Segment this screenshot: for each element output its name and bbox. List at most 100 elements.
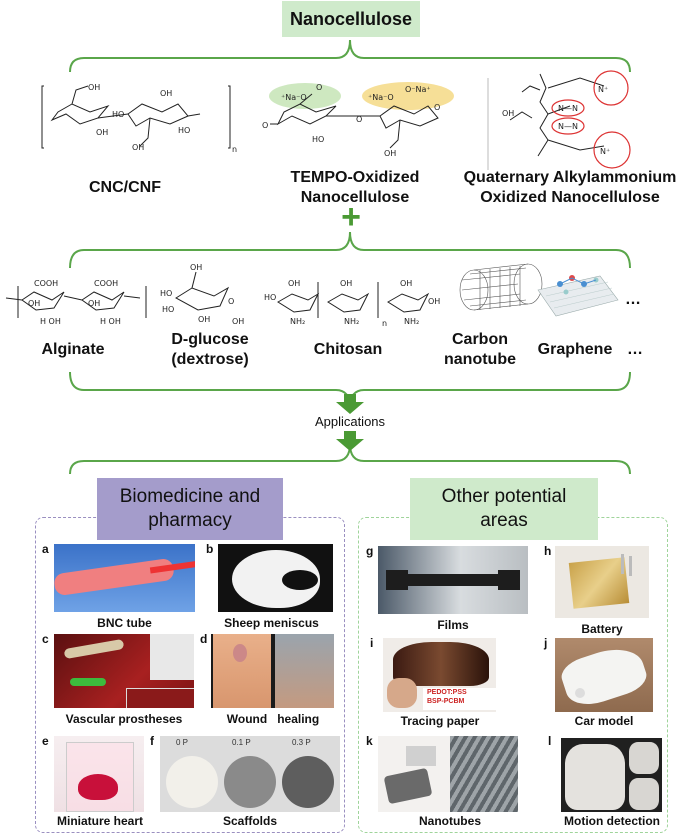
svg-text:O: O [434,103,440,112]
label-quat: Quaternary Alkylammonium Oxidized Nanoce… [463,169,677,206]
carbon-nanotube-graphic [459,263,543,311]
scaffold-tick-0: 0 P [176,738,189,747]
other-areas-heading: Other potential areas [410,478,598,540]
svg-text:HO: HO [160,289,172,298]
label-graphene: Graphene [537,341,613,358]
photo-battery [555,546,649,618]
arrow-down-2 [336,431,364,451]
svg-text:OH: OH [88,83,100,92]
svg-text:OH: OH [160,89,172,98]
top-brace [69,39,631,73]
svg-text:O: O [228,297,234,306]
ellipsis-top: … [625,291,641,308]
label-tempo: TEMPO-Oxidized Nanocellulose [290,169,420,206]
photo-vascular-prostheses [54,634,194,708]
photo-nanotubes [378,736,518,812]
svg-text:OH: OH [384,149,396,158]
label-dglucose: D-glucose (dextrose) [171,331,249,368]
panel-letter: k [366,734,373,748]
svg-text:OH: OH [190,263,202,272]
glucose-structure [175,271,230,311]
panel-letter: d [200,632,208,646]
caption-car-model: Car model [574,714,634,728]
chitosan-structure [277,282,430,318]
svg-text:n: n [232,145,237,154]
svg-text:O: O [316,83,322,92]
svg-text:HO: HO [178,126,190,135]
svg-text:HO: HO [112,110,124,119]
label-alginate: Alginate [41,341,105,358]
caption-motion-detection: Motion detection [564,814,660,828]
svg-text:OH: OH [232,317,244,326]
svg-text:COOH: COOH [34,279,58,288]
cnc-structure [41,85,231,149]
svg-text:NH₂: NH₂ [290,317,305,326]
svg-text:O: O [356,115,362,124]
page-title: Nanocellulose [282,1,420,37]
caption-films: Films [437,618,469,632]
graphene-graphic [537,275,619,317]
applications-label: Applications [314,414,386,429]
svg-text:H OH: H OH [40,317,61,326]
caption-vascular-prostheses: Vascular prostheses [65,712,183,726]
panel-letter: a [42,542,49,556]
svg-text:NH₂: NH₂ [344,317,359,326]
svg-text:HO: HO [312,135,324,144]
panel-letter: g [366,544,374,558]
svg-text:OH: OH [502,109,514,118]
panel-letter: f [150,734,154,748]
tempo-structure [270,93,439,149]
photo-bnc-tube [54,544,195,612]
panel-letter: h [544,544,552,558]
biomedicine-heading: Biomedicine and pharmacy [97,478,283,540]
svg-text:N—N: N—N [558,104,578,113]
caption-bnc-tube: BNC tube [97,616,152,630]
photo-sheep-meniscus [218,544,333,612]
svg-text:OH: OH [428,297,440,306]
panel-letter: e [42,734,49,748]
svg-text:OH: OH [340,279,352,288]
caption-nanotubes: Nanotubes [418,814,481,828]
caption-tracing-paper: Tracing paper [400,714,480,728]
svg-text:OH: OH [132,143,144,152]
caption-miniature-heart: Miniature heart [56,814,143,828]
label-carbon-nanotube: Carbon nanotube [444,331,516,368]
middle-brace [69,231,631,269]
svg-text:HO: HO [264,293,276,302]
plus-sign: + [341,198,361,236]
panel-letter: l [548,734,552,748]
svg-text:OH: OH [96,128,108,137]
scaffold-tick-1: 0.1 P [232,738,251,747]
photo-scaffolds [160,736,340,812]
svg-text:OH: OH [400,279,412,288]
svg-text:N⁺: N⁺ [600,147,610,156]
svg-text:⁺Na⁻O: ⁺Na⁻O [368,93,394,102]
quat-structure [509,73,605,157]
panel-letter: j [544,636,548,650]
panel-letter: c [42,632,49,646]
svg-text:OH: OH [88,299,100,308]
svg-text:N—N: N—N [558,122,578,131]
svg-text:NH₂: NH₂ [404,317,419,326]
svg-text:OH: OH [28,299,40,308]
photo-motion-detection [561,738,662,812]
caption-sheep-meniscus: Sheep meniscus [224,616,319,630]
alginate-structure [5,286,147,318]
svg-text:⁺Na⁻O: ⁺Na⁻O [281,93,307,102]
svg-text:O: O [262,121,268,130]
svg-text:OH: OH [198,315,210,324]
svg-text:O⁻Na⁺: O⁻Na⁺ [405,85,431,94]
label-cnc: CNC/CNF [89,179,161,196]
scaffold-tick-2: 0.3 P [292,738,311,747]
arrow-down-1 [336,394,364,414]
label-chitosan: Chitosan [313,341,383,358]
svg-text:H OH: H OH [100,317,121,326]
svg-text:OH: OH [288,279,300,288]
ellipsis-bottom: … [627,341,643,358]
caption-scaffolds: Scaffolds [222,814,277,828]
svg-text:COOH: COOH [94,279,118,288]
svg-text:n: n [382,319,387,328]
panel-letter: i [370,636,374,650]
